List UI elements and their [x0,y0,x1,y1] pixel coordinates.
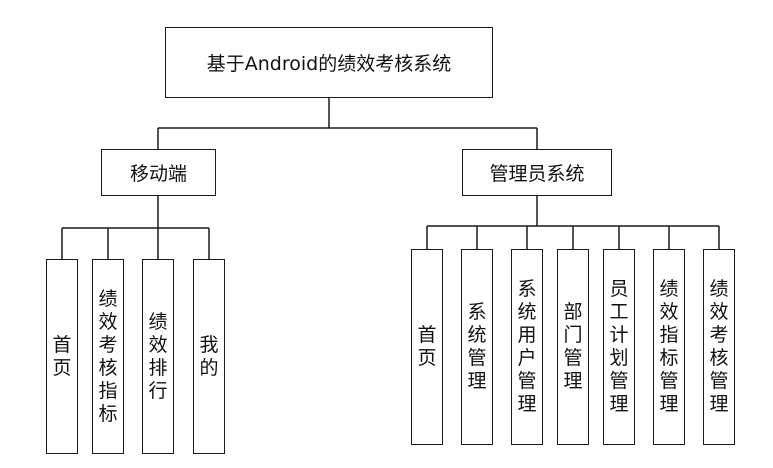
root-node: 基于Android的绩效考核系统 [165,27,493,98]
admin-child-system-management: 系统管理 [461,249,493,445]
mobile-child-mine: 我的 [193,259,225,454]
admin-child-performance-indicator-management: 绩效指标管理 [653,249,685,445]
mobile-child-home: 首页 [46,259,78,454]
mobile-child-performance-indicators: 绩效考核指标 [92,259,124,454]
admin-node: 管理员系统 [462,149,612,196]
admin-child-system-user-management: 系统用户管理 [511,249,543,445]
admin-child-department-management: 部门管理 [557,249,589,445]
mobile-child-performance-ranking: 绩效排行 [142,259,174,454]
admin-child-performance-appraisal-management: 绩效考核管理 [703,249,735,445]
admin-child-employee-plan-management: 员工计划管理 [603,249,635,445]
admin-child-home: 首页 [411,249,443,445]
mobile-node: 移动端 [101,149,216,196]
